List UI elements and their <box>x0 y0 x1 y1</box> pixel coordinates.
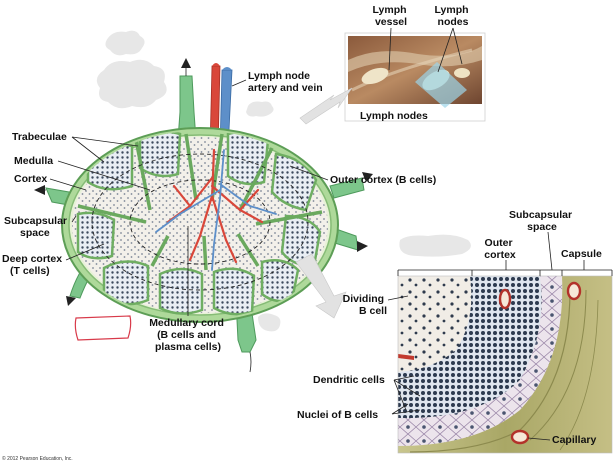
label-trabeculae: Trabeculae <box>12 131 67 143</box>
label-outer-cortex-b-cells: Outer cortex (B cells) <box>330 174 436 186</box>
photo-pointer-arrow <box>299 87 353 125</box>
micro-label-outer-cortex: Outer cortex <box>484 237 516 261</box>
photo-label-lymph-nodes: Lymph nodes <box>435 4 472 28</box>
internal-blood-vessels <box>155 148 277 271</box>
lymph-nodes-photo: Lymph nodes <box>344 32 486 122</box>
trabeculae-septa <box>77 133 323 271</box>
cortex-micrograph <box>398 276 612 453</box>
red-annotation-box <box>74 315 132 341</box>
zoom-arrow <box>295 253 347 319</box>
micro-label-nuclei-b-cells: Nuclei of B cells <box>297 409 378 421</box>
label-deep-cortex: Deep cortex (T cells) <box>2 253 65 277</box>
micro-label-dendritic-cells: Dendritic cells <box>313 374 385 386</box>
label-medulla: Medulla <box>14 155 53 167</box>
micro-label-subcapsular-space: Subcapsular space <box>509 209 575 233</box>
label-cortex: Cortex <box>14 173 47 185</box>
micro-label-capillary: Capillary <box>552 434 597 446</box>
photo-label-lymph-vessel: Lymph vessel <box>373 4 410 28</box>
micrograph-bracket <box>397 269 613 276</box>
photo-caption-lymph-nodes: Lymph nodes <box>360 110 428 122</box>
micro-label-capsule: Capsule <box>561 248 602 260</box>
label-medullary-cord: Medullary cord (B cells and plasma cells… <box>149 317 227 353</box>
cortical-follicles <box>76 131 322 316</box>
vessel-arrows <box>34 58 373 306</box>
medulla-boundary <box>129 179 271 265</box>
gray-blobs <box>96 30 471 332</box>
label-subcapsular-space: Subcapsular space <box>4 215 70 239</box>
capillary-cross-section <box>498 288 512 310</box>
deep-cortex-boundary <box>91 153 309 291</box>
micro-label-dividing-b-cell: Dividing B cell <box>343 293 387 317</box>
lymph-node-cross-section <box>61 127 339 323</box>
copyright-notice: © 2012 Pearson Education, Inc. <box>2 455 73 462</box>
label-lymph-node-artery-vein: Lymph node artery and vein <box>248 70 323 94</box>
